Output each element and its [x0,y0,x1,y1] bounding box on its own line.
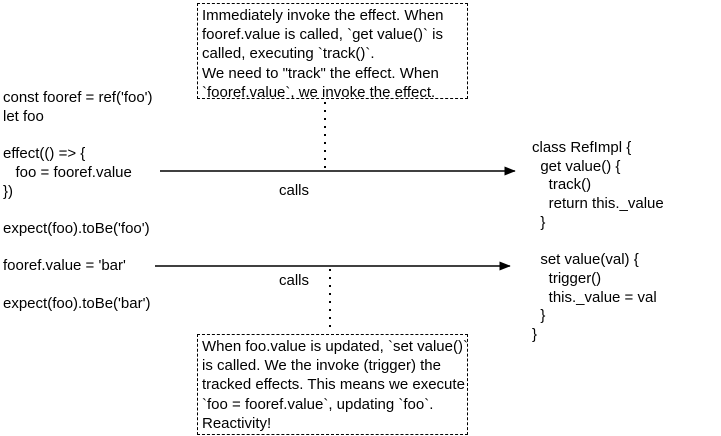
top-note-box: Immediately invoke the effect. When foor… [197,3,468,101]
left-code-block: const fooref = ref('foo') let foo effect… [3,89,153,312]
calls-label-top: calls [279,182,310,199]
bottom-note-box: When foo.value is updated, `set value()`… [197,334,468,435]
top-note-text: Immediately invoke the effect. When foor… [202,7,444,101]
right-code-block: class RefImpl { get value() { track() re… [532,139,664,344]
bottom-note-text: When foo.value is updated, `set value()`… [202,338,468,432]
top-note-dotted-connector [324,102,326,168]
bottom-note-dotted-connector [329,269,331,333]
calls-label-bottom: calls [279,272,310,289]
